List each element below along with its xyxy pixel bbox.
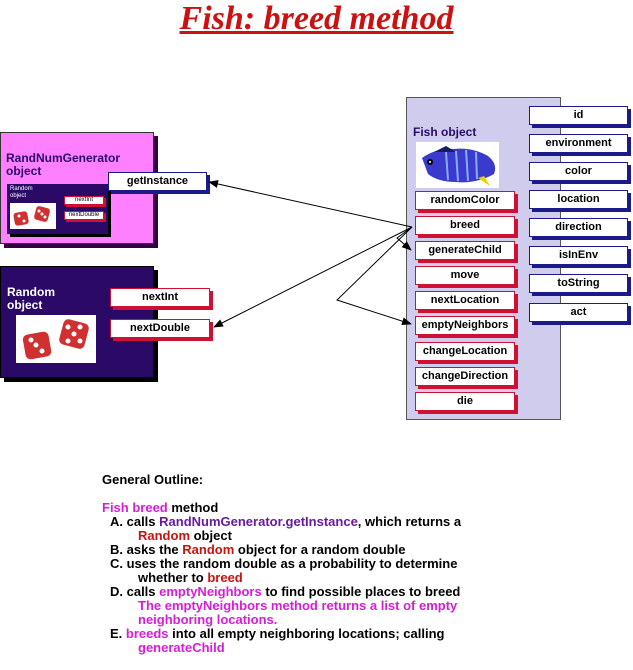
outline-item-a-cont: Random object <box>138 528 232 543</box>
randnum-label-line1: RandNumGenerator <box>6 151 121 165</box>
arrow-to-getinstance <box>208 180 413 228</box>
fish-icon <box>422 146 496 186</box>
randnum-inner-nextint: nextInt <box>64 196 104 205</box>
outline-item-e-cont: generateChild <box>138 640 225 655</box>
fish-accessor-tostring[interactable]: toString <box>529 274 628 293</box>
fish-object-label: Fish object <box>413 125 477 139</box>
outline-item-c: C. uses the random double as a probabili… <box>110 556 458 571</box>
outline-item-d-note2: neighboring locations. <box>138 612 278 627</box>
randnum-inner-nextdouble: nextDouble <box>64 211 104 220</box>
fish-accessor-direction[interactable]: direction <box>529 218 628 237</box>
dice-icon <box>22 319 89 360</box>
randnum-inner-label: Random object <box>10 186 33 199</box>
outline-line-method: Fish breed method <box>102 500 219 515</box>
random-label-line1: Random <box>7 285 55 299</box>
randnum-inner-dice <box>10 203 56 229</box>
dice-icon <box>13 206 50 226</box>
fish-method-emptyneighbors[interactable]: emptyNeighbors <box>415 316 515 335</box>
fish-method-die[interactable]: die <box>415 392 515 411</box>
outline-item-d: D. calls emptyNeighbors to find possible… <box>110 584 461 599</box>
fish-method-generatechild[interactable]: generateChild <box>415 241 515 260</box>
fish-method-breed[interactable]: breed <box>415 216 515 235</box>
getinstance-button[interactable]: getInstance <box>108 172 207 191</box>
arrow-to-nextdouble <box>213 226 413 328</box>
outline-heading: General Outline: <box>102 472 204 487</box>
outline-item-b: B. asks the Random object for a random d… <box>110 542 406 557</box>
fish-accessor-color[interactable]: color <box>529 162 628 181</box>
fish-image <box>416 142 499 188</box>
outline-item-e: E. breeds into all empty neighboring loc… <box>110 626 445 641</box>
fish-accessor-isinenv[interactable]: isInEnv <box>529 246 628 265</box>
outline-item-d-note1: The emptyNeighbors method returns a list… <box>138 598 458 613</box>
fish-method-changedirection[interactable]: changeDirection <box>415 367 515 386</box>
outline-item-c-cont: whether to breed <box>138 570 243 585</box>
randnum-inner-random: Random object nextInt nextDouble <box>7 184 108 234</box>
fish-method-move[interactable]: move <box>415 266 515 285</box>
random-dice <box>16 315 96 363</box>
fish-accessor-id[interactable]: id <box>529 106 628 125</box>
randnum-label-line2: object <box>6 164 42 178</box>
fish-method-nextlocation[interactable]: nextLocation <box>415 291 515 310</box>
fish-accessor-location[interactable]: location <box>529 190 628 209</box>
fish-method-randomcolor[interactable]: randomColor <box>415 191 515 210</box>
random-nextdouble-button[interactable]: nextDouble <box>110 319 210 338</box>
fish-accessor-act[interactable]: act <box>529 303 628 322</box>
random-label-line2: object <box>7 298 43 312</box>
outline-item-a: A. calls RandNumGenerator.getInstance, w… <box>110 514 462 529</box>
fish-accessor-environment[interactable]: environment <box>529 134 628 153</box>
arrow-to-emptyneighbors <box>336 226 413 326</box>
random-nextint-button[interactable]: nextInt <box>110 288 210 307</box>
fish-method-changelocation[interactable]: changeLocation <box>415 342 515 361</box>
diagram-title: Fish: breed method <box>179 0 454 37</box>
